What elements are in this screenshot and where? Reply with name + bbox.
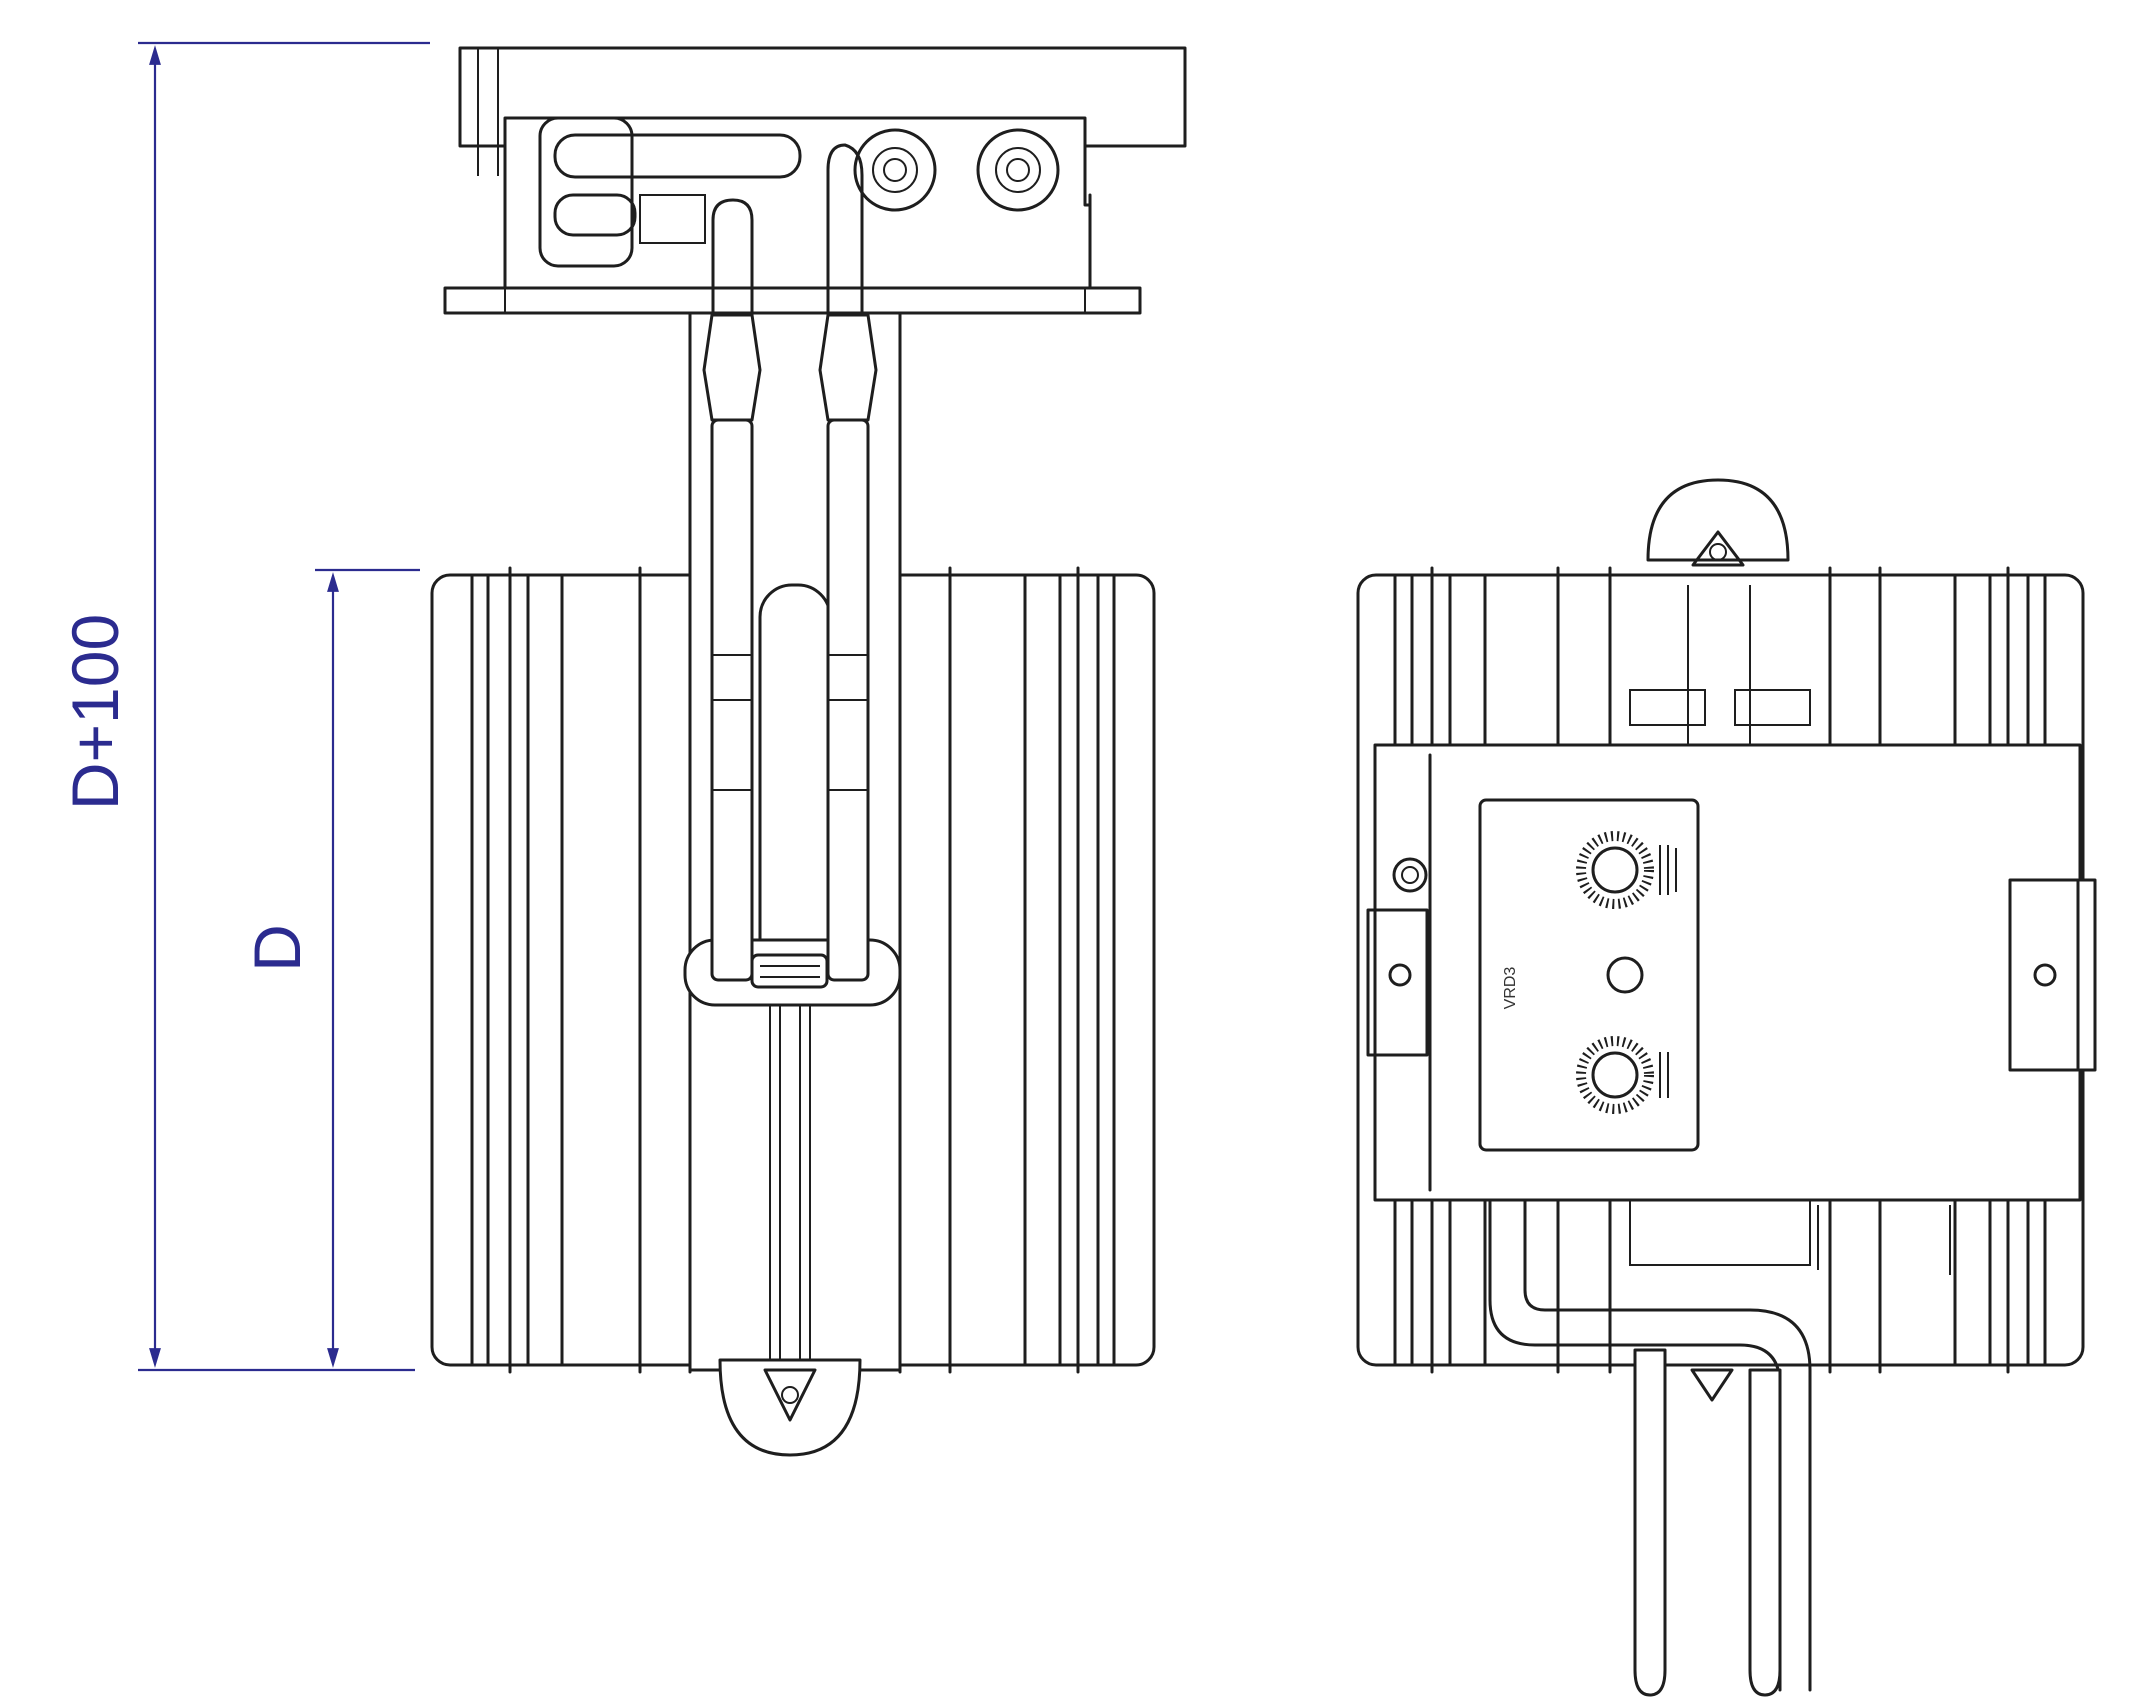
mounting-hole-left <box>1388 963 1412 987</box>
capillary-tubes-front <box>1488 1198 1951 1697</box>
damper-body-side <box>430 311 1156 1374</box>
actuator-housing <box>1366 743 2097 1202</box>
dimension-diameter: D <box>240 568 420 1368</box>
controller-model-label: VRD3 <box>1502 967 1519 1010</box>
terminal-bolt-right <box>976 128 1060 212</box>
capillary-tubes-side <box>702 143 878 982</box>
status-led <box>1606 956 1644 994</box>
adjust-knob-scale-bottom <box>1659 1052 1669 1098</box>
mounting-hole-right <box>2033 963 2057 987</box>
terminal-bolt-left <box>853 128 937 212</box>
overall-dimension-label: D+100 <box>58 614 132 810</box>
adjust-knob-scale-top <box>1659 845 1677 895</box>
dimension-overall: D+100 <box>58 41 430 1372</box>
controller-faceplate: VRD3 <box>1478 798 1700 1152</box>
fusible-link-top <box>1646 478 1790 567</box>
side-view <box>430 46 1187 1457</box>
diameter-dimension-label: D <box>240 924 314 972</box>
fusible-link-bottom <box>718 1358 862 1457</box>
front-view: VRD3 <box>1356 478 2097 1697</box>
adjust-knob-bottom[interactable] <box>1576 1036 1654 1114</box>
terminal-box <box>443 46 1187 315</box>
adjust-knob-top[interactable] <box>1576 831 1654 909</box>
cable-gland <box>1392 857 1428 893</box>
